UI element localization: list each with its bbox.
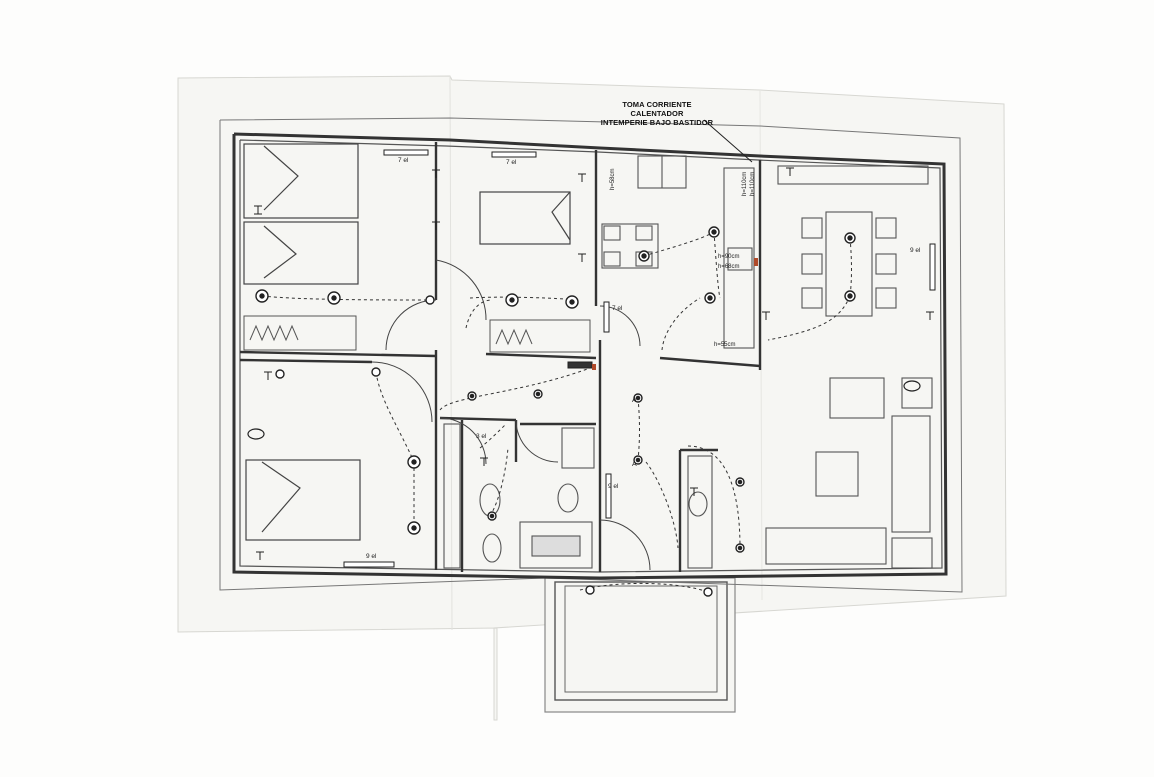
wiring-runs — [261, 231, 852, 593]
height-counter: h=90cm — [718, 254, 740, 260]
ceiling-lights — [255, 226, 856, 597]
callout-leader — [703, 119, 753, 163]
height-counter-low: h=68cm — [718, 264, 740, 270]
height-sink: h=58cm — [610, 168, 616, 190]
exterior-walls — [232, 132, 948, 580]
circuit-label-bed1: 7 el — [398, 157, 409, 164]
paper-sheet — [177, 75, 1007, 721]
switch-mark-a2: A — [632, 461, 637, 468]
telephone-points — [247, 380, 921, 440]
panel-marks — [592, 258, 758, 370]
height-annotations: h=58cm h=90cm h=68cm h=55cm h=110cm h=11… — [610, 168, 756, 348]
circuit-label-kitchen: 7 el — [612, 305, 623, 312]
site-boundary — [219, 117, 963, 593]
circuit-labels: 7 el 7 el 7 el 9 el 9 el 3 el 9 el A A — [366, 157, 921, 560]
heater-socket-callout: TOMA CORRIENTE CALENTADOR INTEMPERIE BAJ… — [596, 100, 718, 127]
sockets — [254, 167, 934, 560]
circuit-label-bed3: 9 el — [366, 553, 377, 560]
bed-furniture — [243, 143, 571, 541]
living-sofas — [765, 377, 933, 569]
height-fridge: h=55cm — [714, 342, 736, 348]
wardrobes — [243, 315, 591, 353]
circuit-label-bed2: 7 el — [506, 159, 517, 166]
circuit-label-living: 9 el — [910, 247, 921, 254]
height-heater2: h=110cm — [750, 172, 756, 196]
living-dining-table — [777, 165, 929, 317]
circuit-label-hall: 9 el — [608, 483, 619, 490]
radiators — [343, 149, 936, 568]
height-heater1: h=110cm — [742, 172, 748, 196]
callout-line-2: INTEMPERIE BAJO BASTIDOR — [600, 118, 714, 127]
circuit-label-bath: 3 el — [476, 433, 487, 440]
bathroom-fixtures — [443, 423, 713, 569]
switch-mark-a1: A — [632, 397, 637, 404]
callout-line-1: TOMA CORRIENTE CALENTADOR — [622, 100, 692, 118]
interior-walls — [239, 142, 762, 572]
